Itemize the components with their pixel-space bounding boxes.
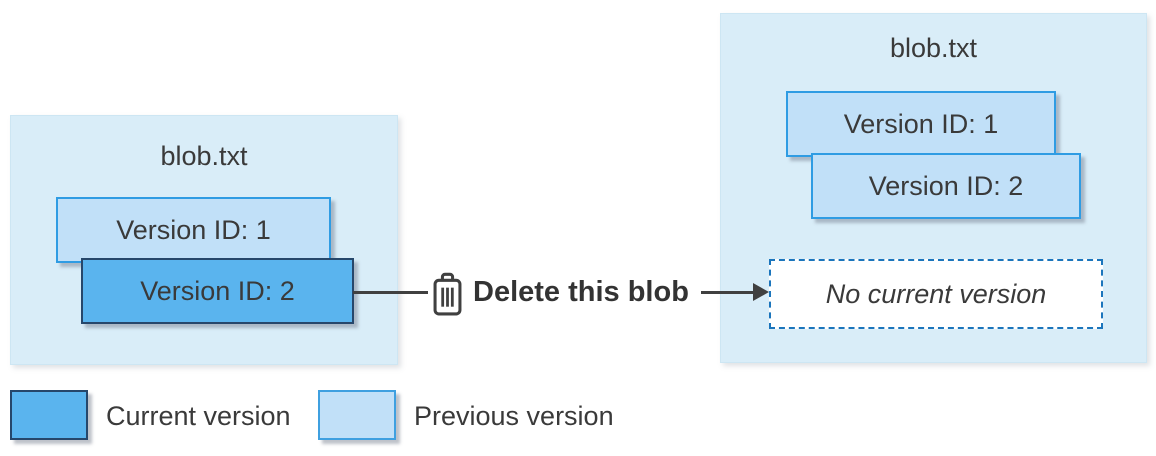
trash-icon bbox=[433, 272, 462, 316]
legend-swatch-previous-version bbox=[318, 390, 396, 440]
arrowhead-icon bbox=[753, 283, 769, 301]
after-version-box-1: Version ID: 1 bbox=[786, 91, 1056, 157]
legend-swatch-current-version bbox=[10, 390, 88, 440]
connector-line-left bbox=[353, 291, 428, 294]
before-version-box-1: Version ID: 1 bbox=[56, 197, 331, 263]
after-blob-container: blob.txt Version ID: 1 Version ID: 2 No … bbox=[720, 13, 1147, 363]
legend-label-previous-version: Previous version bbox=[414, 401, 614, 431]
version-label: Version ID: 2 bbox=[868, 170, 1024, 201]
before-version-box-2-current: Version ID: 2 bbox=[81, 258, 354, 324]
before-blob-title: blob.txt bbox=[160, 141, 248, 171]
no-current-version-label: No current version bbox=[825, 278, 1047, 309]
before-blob-container: blob.txt Version ID: 1 Version ID: 2 bbox=[10, 115, 398, 365]
after-blob-title: blob.txt bbox=[889, 33, 978, 63]
legend-label-current-version: Current version bbox=[106, 401, 291, 431]
after-version-box-2: Version ID: 2 bbox=[811, 153, 1081, 219]
version-label: Version ID: 2 bbox=[140, 275, 295, 306]
version-label: Version ID: 1 bbox=[116, 214, 271, 245]
version-label: Version ID: 1 bbox=[843, 108, 999, 139]
no-current-version-box: No current version bbox=[769, 259, 1103, 329]
connector-line-right bbox=[701, 291, 754, 294]
delete-action-label: Delete this blob bbox=[473, 276, 689, 308]
